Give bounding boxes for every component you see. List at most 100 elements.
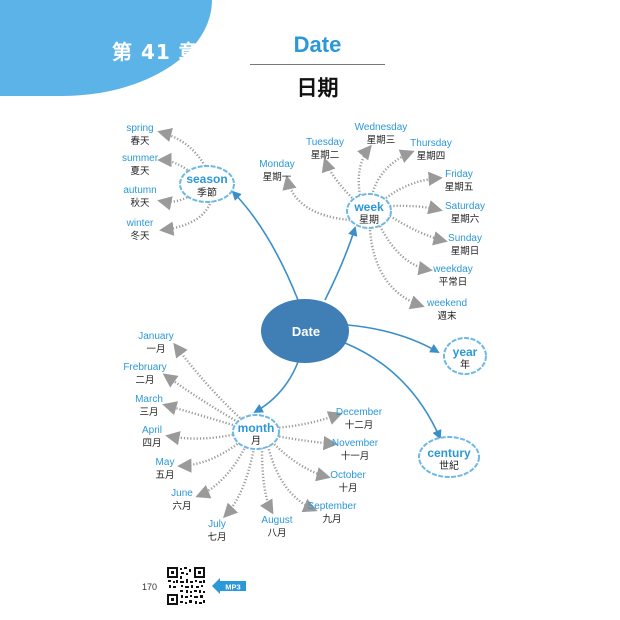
week-zh-9: 週末	[437, 310, 457, 322]
main-connectors	[231, 190, 442, 440]
page-number: 170	[142, 582, 158, 592]
link-wednesday	[357, 144, 372, 196]
link-june	[195, 445, 248, 499]
link-august	[259, 447, 274, 515]
week-en-4: Thursday	[410, 138, 452, 149]
link-friday	[385, 171, 443, 199]
hub-year: year 年	[443, 337, 487, 375]
hub-season-en: season	[186, 172, 227, 186]
week-zh-3: 星期三	[367, 135, 396, 146]
hub-century-en: century	[427, 446, 471, 460]
week-zh-5: 星期五	[445, 182, 474, 193]
hub-month-zh: 月	[251, 435, 261, 447]
link-sunday	[389, 214, 448, 246]
month-en-3: March	[135, 394, 163, 405]
link-saturday	[389, 200, 443, 215]
month-zh-6: 六月	[172, 500, 191, 512]
link-may	[177, 441, 241, 473]
month-en-4: April	[142, 425, 162, 436]
week-zh-7: 星期日	[451, 246, 480, 257]
week-zh-4: 星期四	[417, 151, 446, 162]
week-en-1: Monday	[259, 159, 295, 170]
week-leaves: Monday 星期一 Tuesday 星期二 Wednesday 星期三 Thu…	[259, 122, 485, 322]
month-zh-9: 九月	[322, 513, 341, 525]
hub-season-zh: 季節	[197, 186, 217, 199]
qr-code-icon[interactable]	[166, 566, 206, 606]
month-zh-3: 三月	[139, 407, 158, 418]
month-zh-8: 八月	[267, 528, 286, 539]
link-january	[173, 342, 241, 419]
link-october	[271, 441, 331, 482]
week-en-6: Saturday	[445, 201, 485, 212]
link-thursday	[370, 149, 415, 196]
season-zh-3: 秋天	[130, 197, 150, 209]
month-zh-12: 十二月	[345, 419, 374, 431]
link-summer	[157, 152, 191, 173]
season-zh-4: 冬天	[130, 230, 150, 242]
week-zh-1: 星期一	[263, 172, 292, 183]
month-zh-11: 十一月	[341, 450, 370, 462]
month-en-2: Frebruary	[123, 362, 166, 373]
page-title-english: Date	[293, 32, 342, 57]
center-node	[261, 299, 349, 363]
month-zh-10: 十月	[338, 482, 357, 494]
link-september	[266, 445, 318, 513]
month-en-1: January	[138, 331, 174, 342]
week-en-8: weekday	[432, 264, 472, 275]
chapter-label: 第 41 章	[112, 40, 200, 64]
season-en-2: summer	[122, 153, 159, 164]
title-divider	[250, 64, 385, 65]
hub-season: season 季節	[179, 165, 235, 203]
week-en-5: Friday	[445, 169, 473, 180]
hub-century-zh: 世紀	[439, 459, 459, 472]
week-en-2: Tuesday	[306, 137, 344, 148]
hub-week-en: week	[353, 200, 384, 214]
link-december	[275, 411, 343, 430]
week-en-7: Sunday	[448, 233, 482, 244]
week-en-9: weekend	[426, 298, 467, 309]
month-leaves: January 一月 Frebruary 二月 March 三月 April 四…	[123, 331, 382, 543]
link-monday	[282, 175, 351, 222]
month-en-7: July	[208, 519, 226, 530]
link-november	[275, 434, 338, 451]
connector-week	[324, 226, 358, 301]
link-march	[162, 401, 237, 428]
month-en-6: June	[171, 488, 193, 499]
link-tuesday	[321, 157, 353, 199]
month-zh-1: 一月	[146, 344, 165, 355]
hub-year-zh: 年	[460, 358, 470, 371]
page-title-chinese: 日期	[296, 76, 339, 100]
link-autumn	[157, 194, 191, 211]
season-zh-1: 春天	[130, 135, 150, 147]
season-en-1: spring	[126, 123, 153, 134]
month-en-5: May	[156, 457, 175, 468]
month-zh-4: 四月	[142, 438, 161, 449]
link-weekday	[378, 225, 433, 276]
hub-week-zh: 星期	[359, 214, 379, 226]
link-july	[223, 447, 256, 519]
season-en-3: autumn	[123, 185, 156, 196]
month-zh-7: 七月	[207, 532, 226, 543]
month-zh-2: 二月	[135, 375, 154, 386]
week-zh-6: 星期六	[451, 213, 480, 225]
connector-month	[253, 361, 299, 413]
month-en-11: November	[332, 438, 379, 449]
week-zh-8: 平常日	[439, 276, 468, 288]
month-en-9: September	[308, 501, 358, 512]
month-en-8: August	[261, 515, 292, 526]
center-node-label: Date	[292, 324, 320, 339]
season-en-4: winter	[126, 218, 154, 229]
mp3-badge-label: MP3	[225, 583, 240, 592]
hub-month-en: month	[238, 421, 275, 435]
link-weekend	[368, 229, 425, 310]
week-zh-2: 星期二	[311, 150, 340, 161]
connector-season	[231, 190, 299, 301]
season-zh-2: 夏天	[130, 166, 150, 177]
hub-year-en: year	[453, 345, 478, 359]
hub-century: century 世紀	[418, 436, 480, 478]
connector-year	[347, 324, 440, 353]
dotted-connectors	[157, 128, 448, 519]
mp3-arrow-icon[interactable]: MP3	[212, 578, 246, 594]
